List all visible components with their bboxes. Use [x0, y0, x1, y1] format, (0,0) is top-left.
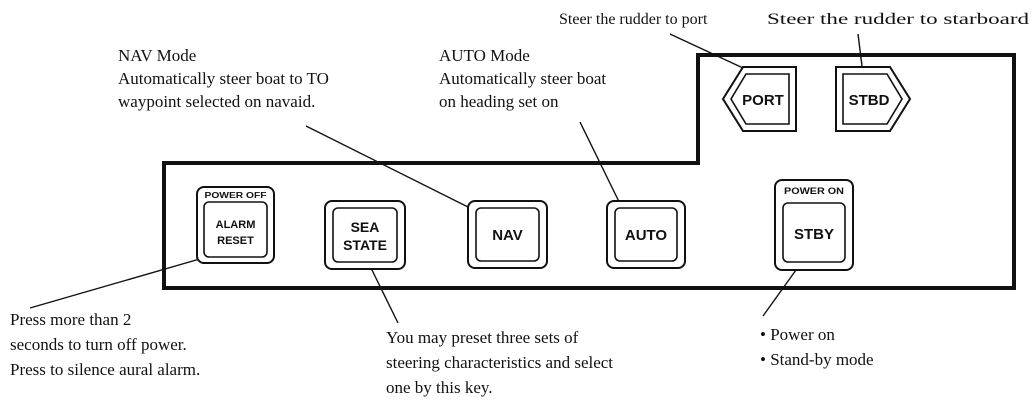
callout-alarm-reset: Press more than 2 seconds to turn off po… [10, 310, 200, 379]
callout-sea-line2: steering characteristics and select [386, 353, 613, 372]
callout-alarm-line3: Press to silence aural alarm. [10, 360, 200, 379]
callout-alarm-line2: seconds to turn off power. [10, 335, 187, 354]
stbd-key[interactable]: STBD [835, 66, 912, 132]
callout-port: Steer the rudder to port [559, 11, 708, 28]
callout-auto-line3: on heading set on [439, 92, 559, 111]
sea-state-key[interactable]: SEA STATE [324, 200, 406, 270]
callout-stby: • Power on • Stand-by mode [760, 325, 874, 369]
callout-nav-line1: NAV Mode [118, 46, 196, 65]
sea-state-label-line1: SEA [351, 219, 380, 235]
port-key[interactable]: PORT [721, 66, 797, 132]
leader-line-stbd [857, 33, 863, 67]
callout-auto-line1: AUTO Mode [439, 46, 530, 65]
nav-key-label: NAV [492, 227, 523, 244]
callout-sea-state: You may preset three sets of steering ch… [386, 328, 613, 397]
callout-auto-line2: Automatically steer boat [439, 69, 606, 88]
callout-sea-line3: one by this key. [386, 378, 493, 397]
stbd-key-label: STBD [849, 92, 890, 109]
panel-outline [162, 53, 1016, 290]
callout-alarm-line1: Press more than 2 [10, 310, 131, 329]
port-key-label: PORT [742, 92, 784, 109]
callout-stbd: Steer the rudder to starboard [767, 11, 1029, 28]
alarm-reset-label-line1: ALARM [216, 219, 256, 231]
callout-nav-mode: NAV Mode Automatically steer boat to TO … [118, 46, 329, 111]
alarm-reset-label-line2: RESET [217, 235, 254, 247]
nav-key[interactable]: NAV [467, 200, 548, 269]
auto-key-label: AUTO [625, 227, 668, 244]
sea-state-label-line2: STATE [343, 237, 387, 253]
alarm-reset-key[interactable]: POWER OFF ALARM RESET [196, 186, 275, 264]
power-on-caption: POWER ON [784, 186, 844, 196]
callout-sea-line1: You may preset three sets of [386, 328, 579, 347]
stby-key-label: STBY [794, 226, 834, 243]
callout-nav-line2: Automatically steer boat to TO [118, 69, 329, 88]
stby-key[interactable]: POWER ON STBY [774, 179, 854, 271]
leader-line-sea-state [370, 267, 399, 324]
callout-stby-line2: • Stand-by mode [760, 350, 874, 369]
callout-auto-mode: AUTO Mode Automatically steer boat on he… [439, 46, 606, 111]
leader-line-port [669, 33, 744, 69]
leader-line-nav [305, 125, 479, 213]
power-off-caption: POWER OFF [205, 191, 267, 200]
leader-line-stby [762, 269, 797, 317]
callout-stby-line1: • Power on [760, 325, 835, 344]
leader-line-alarm-reset [29, 255, 211, 309]
auto-key[interactable]: AUTO [606, 200, 686, 269]
callout-nav-line3: waypoint selected on navaid. [118, 92, 315, 111]
